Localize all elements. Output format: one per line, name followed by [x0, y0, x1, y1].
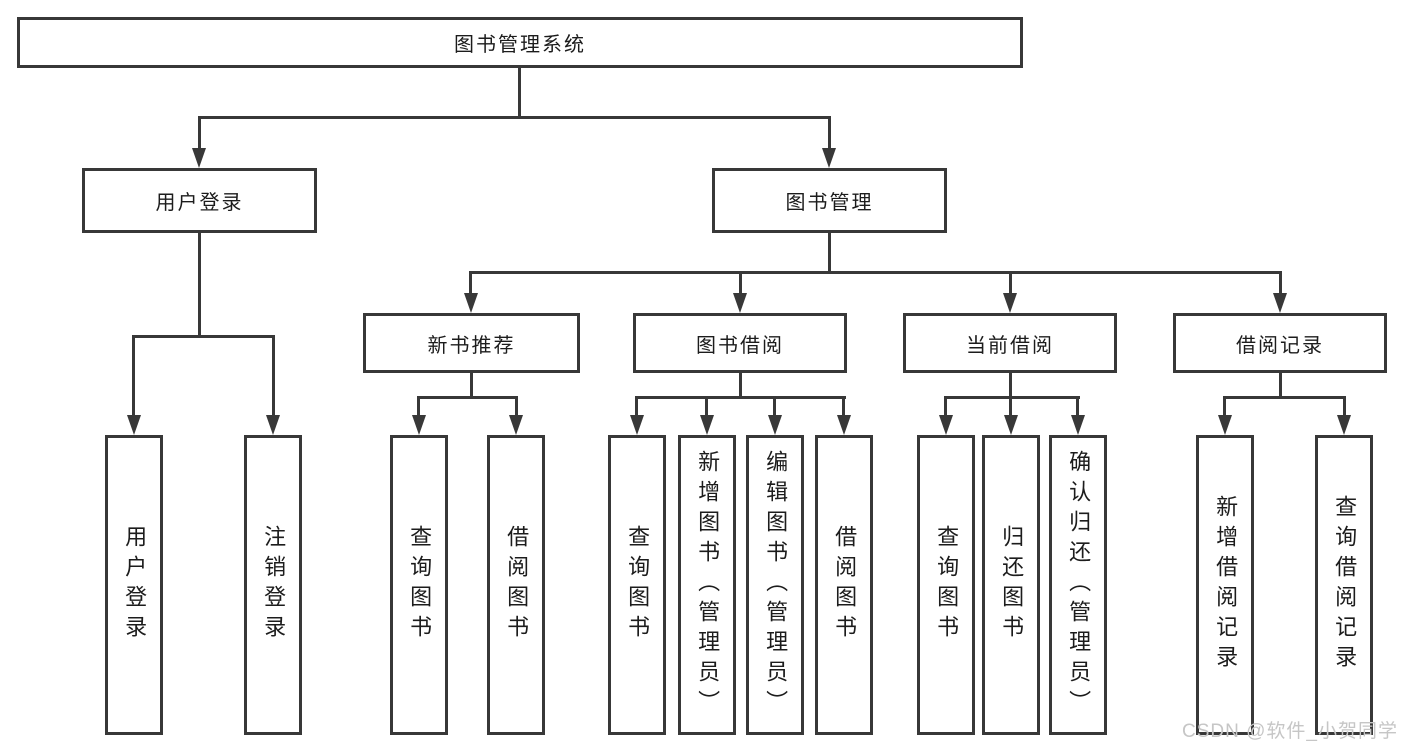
leaf-add-borrow-record: 新增借阅记录 — [1196, 435, 1254, 735]
connector-arrow — [412, 415, 426, 435]
node-user-login-label: 用户登录 — [155, 192, 244, 214]
node-new-book-recommend: 新书推荐 — [363, 313, 580, 373]
leaf-borrow-books-1-label: 借阅图书 — [504, 525, 530, 645]
connector-line — [1076, 397, 1079, 415]
connector-line — [1009, 397, 1012, 415]
leaf-query-books-2: 查询图书 — [608, 435, 666, 735]
connector-line — [944, 397, 947, 415]
leaf-borrow-books-2: 借阅图书 — [815, 435, 873, 735]
leaf-user-login-label: 用户登录 — [122, 525, 148, 645]
node-book-management-label: 图书管理 — [785, 192, 874, 214]
node-current-borrowing: 当前借阅 — [903, 313, 1117, 373]
connector-line — [469, 272, 472, 293]
node-root-label: 图书管理系统 — [454, 34, 586, 56]
connector-arrow — [1218, 415, 1232, 435]
connector-line — [828, 117, 831, 148]
connector-line — [470, 373, 473, 398]
node-book-borrowing: 图书借阅 — [633, 313, 847, 373]
connector-line — [1279, 272, 1282, 293]
connector-line — [828, 233, 831, 273]
leaf-add-borrow-record-label: 新增借阅记录 — [1213, 495, 1239, 675]
leaf-user-login: 用户登录 — [105, 435, 163, 735]
leaf-add-book-admin: 新增图书（管理员） — [678, 435, 736, 735]
leaf-query-borrow-record-label: 查询借阅记录 — [1332, 495, 1358, 675]
connector-line — [469, 271, 1282, 274]
connector-arrow — [1337, 415, 1351, 435]
connector-line — [773, 397, 776, 415]
connector-line — [739, 272, 742, 293]
connector-arrow — [768, 415, 782, 435]
leaf-query-books-1-label: 查询图书 — [407, 525, 433, 645]
connector-line — [417, 396, 518, 399]
connector-line — [1009, 373, 1012, 398]
connector-arrow — [1071, 415, 1085, 435]
node-new-book-recommend-label: 新书推荐 — [427, 334, 516, 357]
leaf-edit-book-admin-label: 编辑图书（管理员） — [763, 450, 789, 720]
connector-arrow — [939, 415, 953, 435]
node-borrowing-records: 借阅记录 — [1173, 313, 1387, 373]
connector-line — [1009, 272, 1012, 293]
leaf-query-borrow-record: 查询借阅记录 — [1315, 435, 1373, 735]
watermark: CSDN @软件_小贺同学 — [1182, 721, 1398, 742]
node-book-management: 图书管理 — [712, 168, 947, 233]
node-current-borrowing-label: 当前借阅 — [966, 334, 1054, 357]
connector-arrow — [464, 293, 478, 313]
connector-arrow — [1004, 415, 1018, 435]
leaf-query-books-1: 查询图书 — [390, 435, 448, 735]
connector-line — [515, 397, 518, 415]
connector-line — [635, 396, 846, 399]
connector-arrow — [509, 415, 523, 435]
connector-line — [198, 233, 201, 337]
leaf-logout-label: 注销登录 — [261, 525, 287, 645]
connector-arrow — [733, 293, 747, 313]
connector-arrow — [837, 415, 851, 435]
leaf-query-books-3: 查询图书 — [917, 435, 975, 735]
connector-line — [1223, 396, 1346, 399]
connector-line — [132, 336, 135, 415]
connector-arrow — [630, 415, 644, 435]
leaf-borrow-books-2-label: 借阅图书 — [832, 525, 858, 645]
connector-arrow — [266, 415, 280, 435]
connector-arrow — [822, 148, 836, 168]
connector-line — [944, 396, 1080, 399]
connector-line — [198, 116, 831, 119]
connector-line — [635, 397, 638, 415]
connector-line — [272, 336, 275, 415]
connector-line — [132, 335, 275, 338]
node-borrowing-records-label: 借阅记录 — [1236, 334, 1324, 357]
node-book-borrowing-label: 图书借阅 — [696, 334, 784, 357]
leaf-confirm-return-admin-label: 确认归还（管理员） — [1066, 450, 1092, 720]
connector-line — [739, 373, 742, 398]
connector-arrow — [1003, 293, 1017, 313]
leaf-confirm-return-admin: 确认归还（管理员） — [1049, 435, 1107, 735]
connector-line — [1279, 373, 1282, 398]
leaf-edit-book-admin: 编辑图书（管理员） — [746, 435, 804, 735]
leaf-borrow-books-1: 借阅图书 — [487, 435, 545, 735]
leaf-query-books-3-label: 查询图书 — [934, 525, 960, 645]
connector-line — [705, 397, 708, 415]
leaf-add-book-admin-label: 新增图书（管理员） — [695, 450, 721, 720]
connector-line — [1223, 397, 1226, 415]
connector-line — [518, 68, 521, 118]
leaf-return-books: 归还图书 — [982, 435, 1040, 735]
connector-arrow — [1273, 293, 1287, 313]
connector-line — [417, 397, 420, 415]
connector-line — [198, 117, 201, 148]
leaf-query-books-2-label: 查询图书 — [625, 525, 651, 645]
leaf-logout: 注销登录 — [244, 435, 302, 735]
connector-arrow — [127, 415, 141, 435]
node-user-login: 用户登录 — [82, 168, 317, 233]
node-root: 图书管理系统 — [17, 17, 1023, 68]
leaf-return-books-label: 归还图书 — [999, 525, 1025, 645]
connector-arrow — [700, 415, 714, 435]
connector-line — [1343, 397, 1346, 415]
connector-line — [842, 397, 845, 415]
connector-arrow — [192, 148, 206, 168]
